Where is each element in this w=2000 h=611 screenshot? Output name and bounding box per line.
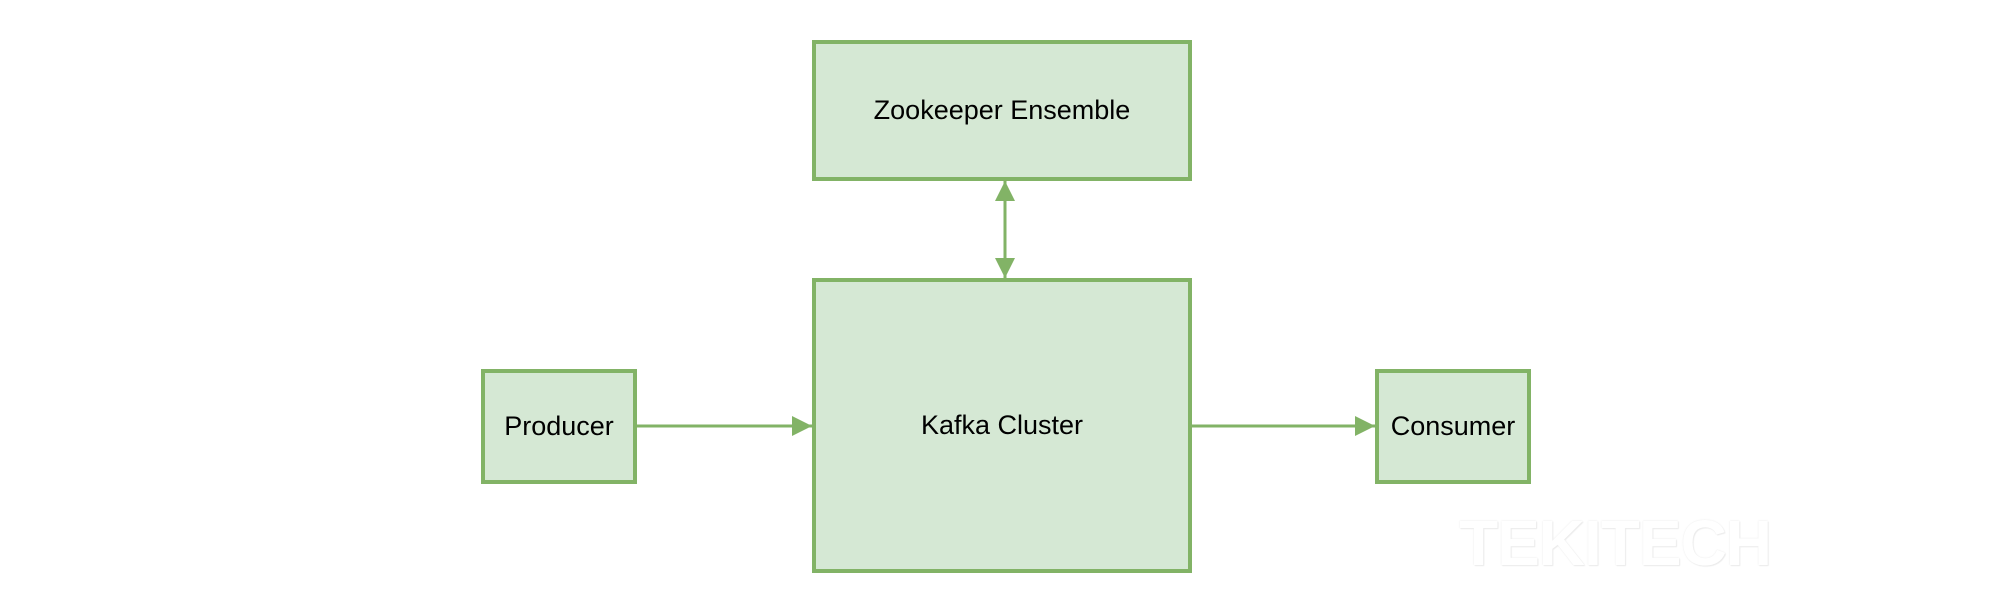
zookeeper-node[interactable] xyxy=(812,40,1192,181)
watermark-text: TEKITECH xyxy=(1459,507,1772,579)
producer-label: Producer xyxy=(504,411,614,441)
consumer-node[interactable] xyxy=(1375,369,1531,484)
kafka-cluster-node[interactable] xyxy=(812,278,1192,573)
consumer-label: Consumer xyxy=(1390,411,1516,441)
zookeeper-label: Zookeeper Ensemble xyxy=(873,95,1131,125)
producer-node[interactable] xyxy=(481,369,637,484)
kafka-cluster-label: Kafka Cluster xyxy=(920,410,1084,440)
